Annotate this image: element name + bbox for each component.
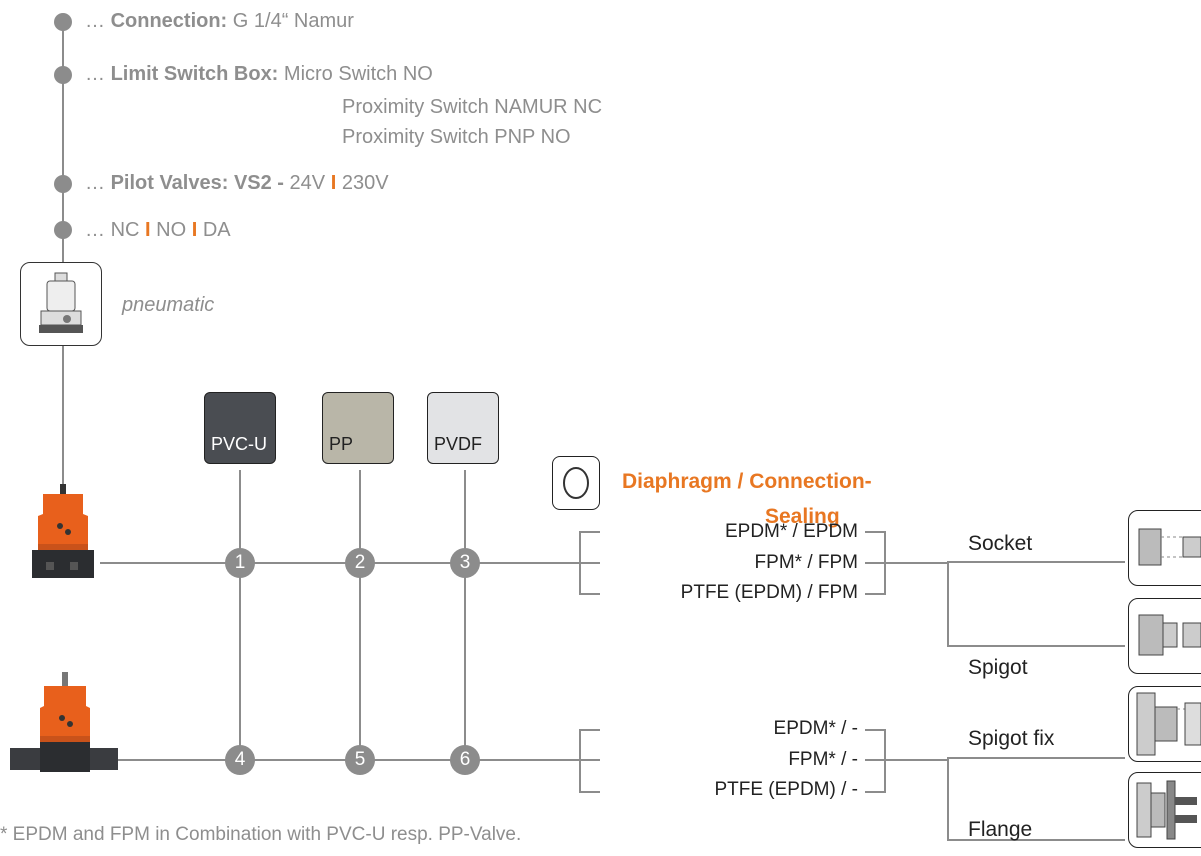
pneumatic-actuator-icon <box>20 262 102 346</box>
connection-spigot-fix: Spigot fix <box>968 727 1055 750</box>
node-2: 2 <box>345 548 375 578</box>
flange-icon <box>1128 772 1201 848</box>
option-pilot-valves: … Pilot Valves: VS2 - 24V I 230V <box>85 172 389 194</box>
material-pp: PP <box>322 392 394 464</box>
seal-ring-icon <box>552 456 600 510</box>
material-pvdf: PVDF <box>427 392 499 464</box>
socket-icon <box>1128 510 1201 586</box>
footnote: * EPDM and FPM in Combination with PVC-U… <box>0 824 522 845</box>
connection-socket: Socket <box>968 532 1033 555</box>
valve-icon-top <box>32 484 94 578</box>
node-5: 5 <box>345 745 375 775</box>
option-connection: … Connection: G 1/4“ Namur <box>85 10 354 32</box>
node-4: 4 <box>225 745 255 775</box>
seal-option-5: FPM* / - <box>788 749 858 770</box>
option-limit-switch-3: Proximity Switch PNP NO <box>342 126 571 148</box>
connection-spigot: Spigot <box>968 656 1028 679</box>
sealing-title-line2: Sealing <box>765 505 840 528</box>
seal-option-2: FPM* / FPM <box>754 552 858 573</box>
material-pvc-u: PVC-U <box>204 392 276 464</box>
spigot-fix-icon <box>1128 686 1201 762</box>
valve-icon-bottom <box>10 672 118 772</box>
node-1: 1 <box>225 548 255 578</box>
seal-option-3: PTFE (EPDM) / FPM <box>680 582 858 603</box>
seal-option-1: EPDM* / EPDM <box>724 521 858 542</box>
sealing-title-line1: Diaphragm / Connection- <box>622 470 872 493</box>
spigot-icon <box>1128 598 1201 674</box>
seal-option-4: EPDM* / - <box>773 718 858 739</box>
seal-option-6: PTFE (EPDM) / - <box>714 779 858 800</box>
option-limit-switch-2: Proximity Switch NAMUR NC <box>342 96 603 118</box>
node-6: 6 <box>450 745 480 775</box>
actuator-label: pneumatic <box>122 294 215 316</box>
option-modes: … NC I NO I DA <box>85 219 231 241</box>
node-3: 3 <box>450 548 480 578</box>
option-limit-switch: … Limit Switch Box: Micro Switch NO <box>85 63 433 85</box>
connection-flange: Flange <box>968 818 1033 841</box>
